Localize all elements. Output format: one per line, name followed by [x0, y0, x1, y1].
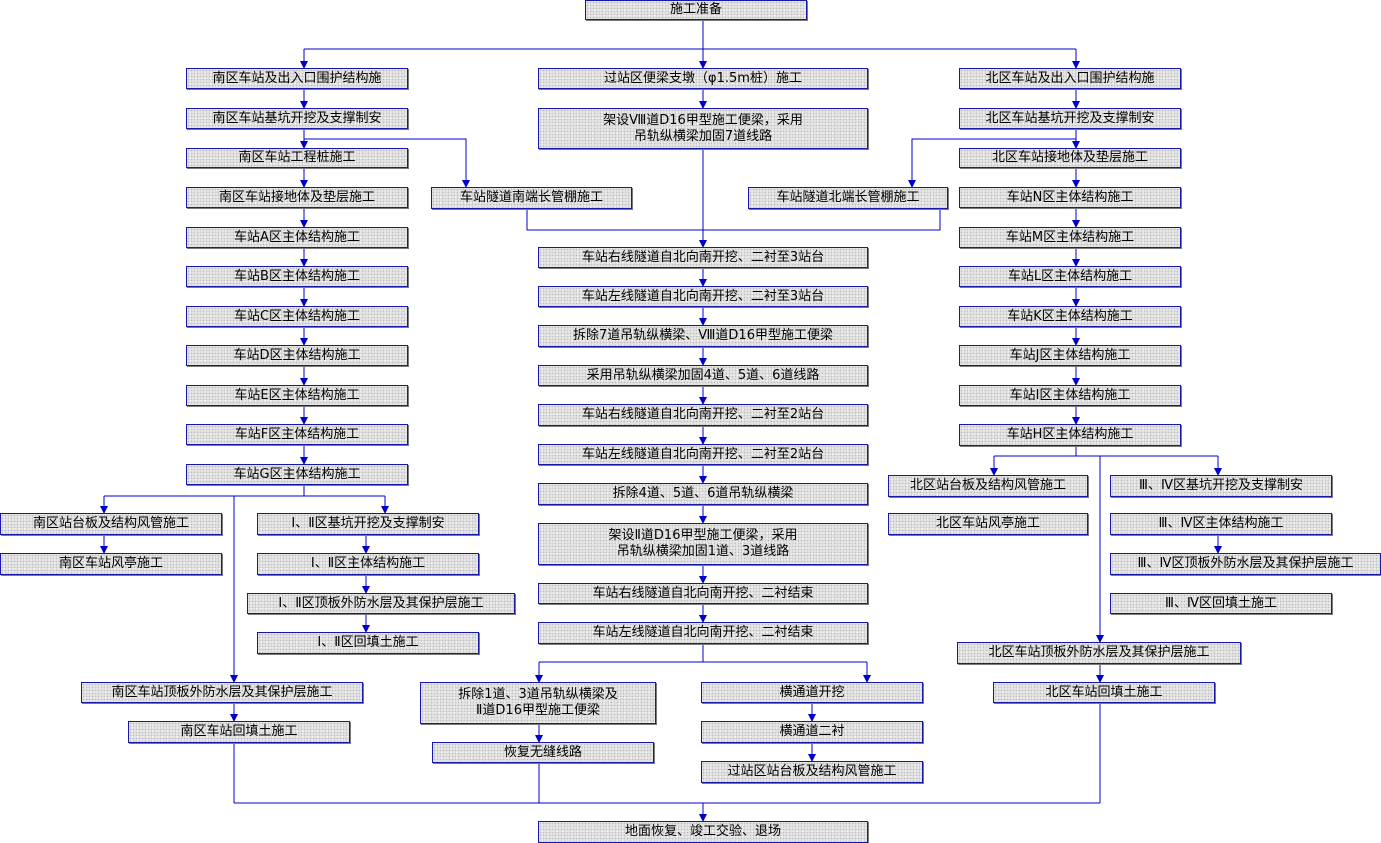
- node-zone-1-2-backfill: Ⅰ、Ⅱ区回填土施工: [257, 632, 479, 654]
- node-south-station-piles: 南区车站工程桩施工: [186, 148, 408, 168]
- node-site-restoration-handover: 地面恢复、竣工交验、退场: [538, 821, 868, 843]
- node-zone-e-main-structure: 车站E区主体结构施工: [186, 385, 408, 406]
- node-north-platform-ducts: 北区站台板及结构风管施工: [888, 475, 1088, 497]
- node-zone-f-main-structure: 车站F区主体结构施工: [186, 424, 408, 445]
- node-zone-m-main-structure: 车站M区主体结构施工: [959, 227, 1181, 248]
- node-south-backfill: 南区车站回填土施工: [128, 721, 350, 743]
- node-zone-h-main-structure: 车站H区主体结构施工: [959, 424, 1181, 446]
- node-bridge-pier-piles: 过站区便梁支墩（φ1.5m桩）施工: [538, 68, 868, 89]
- node-zone-n-main-structure: 车站N区主体结构施工: [959, 187, 1181, 208]
- node-zone-l-main-structure: 车站L区主体结构施工: [959, 266, 1181, 287]
- node-restore-seamless-track: 恢复无缝线路: [432, 742, 654, 763]
- node-zone-3-4-waterproofing: Ⅲ、Ⅳ区顶板外防水层及其保护层施工: [1110, 553, 1381, 575]
- node-zone-b-main-structure: 车站B区主体结构施工: [186, 266, 408, 287]
- node-zone-c-main-structure: 车站C区主体结构施工: [186, 306, 408, 327]
- node-north-backfill: 北区车站回填土施工: [993, 682, 1215, 703]
- connector: [526, 209, 941, 231]
- node-zone-g-main-structure: 车站G区主体结构施工: [186, 464, 408, 485]
- node-zone-1-2-excavation: Ⅰ、Ⅱ区基坑开挖及支撑制安: [257, 513, 479, 535]
- node-cross-passage-excavation: 横通道开挖: [701, 682, 923, 703]
- node-remove-tracks-1-3-beams: 拆除1道、3道吊轨纵横梁及 Ⅱ道D16甲型施工便梁: [420, 682, 656, 724]
- node-zone-i-main-structure: 车站I区主体结构施工: [959, 385, 1181, 406]
- node-remove-tracks-4-5-6-beams: 拆除4道、5道、6道吊轨纵横梁: [538, 483, 868, 505]
- node-zone-d-main-structure: 车站D区主体结构施工: [186, 345, 408, 366]
- connector: [908, 138, 1076, 188]
- node-cross-passage-lining: 横通道二衬: [701, 721, 923, 743]
- node-left-tunnel-complete: 车站左线隧道自北向南开挖、二衬结束: [538, 622, 868, 644]
- node-right-tunnel-to-platform-3: 车站右线隧道自北向南开挖、二衬至3站台: [538, 247, 868, 268]
- node-install-beam-ii: 架设Ⅱ道D16甲型施工便梁，采用 吊轨纵横梁加固1道、3道线路: [538, 523, 868, 565]
- node-south-station-grounding-bedding: 南区车站接地体及垫层施工: [186, 187, 408, 208]
- node-zone-k-main-structure: 车站K区主体结构施工: [959, 306, 1181, 327]
- node-install-beam-viii: 架设Ⅷ道D16甲型施工便梁，采用 吊轨纵横梁加固7道线路: [538, 108, 868, 149]
- node-zone-1-2-waterproofing: Ⅰ、Ⅱ区顶板外防水层及其保护层施工: [247, 593, 515, 614]
- node-left-tunnel-to-platform-3: 车站左线隧道自北向南开挖、二衬至3站台: [538, 286, 868, 307]
- node-zone-a-main-structure: 车站A区主体结构施工: [186, 227, 408, 248]
- node-south-roof-waterproofing: 南区车站顶板外防水层及其保护层施工: [81, 682, 363, 703]
- node-north-station-grounding-bedding: 北区车站接地体及垫层施工: [959, 148, 1181, 168]
- node-north-roof-waterproofing: 北区车站顶板外防水层及其保护层施工: [957, 642, 1241, 664]
- node-zone-3-4-backfill: Ⅲ、Ⅳ区回填土施工: [1110, 593, 1332, 614]
- connector: [304, 138, 470, 188]
- node-left-tunnel-to-platform-2: 车站左线隧道自北向南开挖、二衬至2站台: [538, 444, 868, 465]
- node-north-vent-pavilion: 北区车站风亭施工: [888, 513, 1088, 535]
- node-right-tunnel-to-platform-2: 车站右线隧道自北向南开挖、二衬至2站台: [538, 404, 868, 426]
- node-north-station-retaining-structure: 北区车站及出入口围护结构施: [959, 68, 1181, 89]
- node-zone-1-2-main-structure: Ⅰ、Ⅱ区主体结构施工: [257, 553, 479, 575]
- node-south-vent-pavilion: 南区车站风亭施工: [0, 553, 222, 575]
- node-south-station-pit-excavation: 南区车站基坑开挖及支撑制安: [186, 108, 408, 129]
- node-south-station-retaining-structure: 南区车站及出入口围护结构施: [186, 68, 408, 89]
- node-tunnel-south-pipe-roof: 车站隧道南端长管棚施工: [431, 187, 632, 209]
- node-construction-prep: 施工准备: [585, 0, 807, 20]
- node-zone-3-4-main-structure: Ⅲ、Ⅳ区主体结构施工: [1110, 513, 1332, 535]
- node-reinforce-tracks-4-5-6: 采用吊轨纵横梁加固4道、5道、6道线路: [538, 365, 868, 386]
- node-tunnel-north-pipe-roof: 车站隧道北端长管棚施工: [748, 187, 948, 209]
- node-crossing-platform-ducts: 过站区站台板及结构风管施工: [701, 761, 923, 783]
- node-right-tunnel-complete: 车站右线隧道自北向南开挖、二衬结束: [538, 583, 868, 604]
- node-south-platform-ducts: 南区站台板及结构风管施工: [0, 513, 222, 535]
- node-north-station-pit-excavation: 北区车站基坑开挖及支撑制安: [959, 108, 1181, 129]
- node-zone-3-4-excavation: Ⅲ、Ⅳ区基坑开挖及支撑制安: [1110, 475, 1332, 497]
- node-zone-j-main-structure: 车站J区主体结构施工: [959, 345, 1181, 366]
- node-remove-track-7-beams: 拆除7道吊轨纵横梁、Ⅷ道D16甲型施工便梁: [538, 325, 868, 347]
